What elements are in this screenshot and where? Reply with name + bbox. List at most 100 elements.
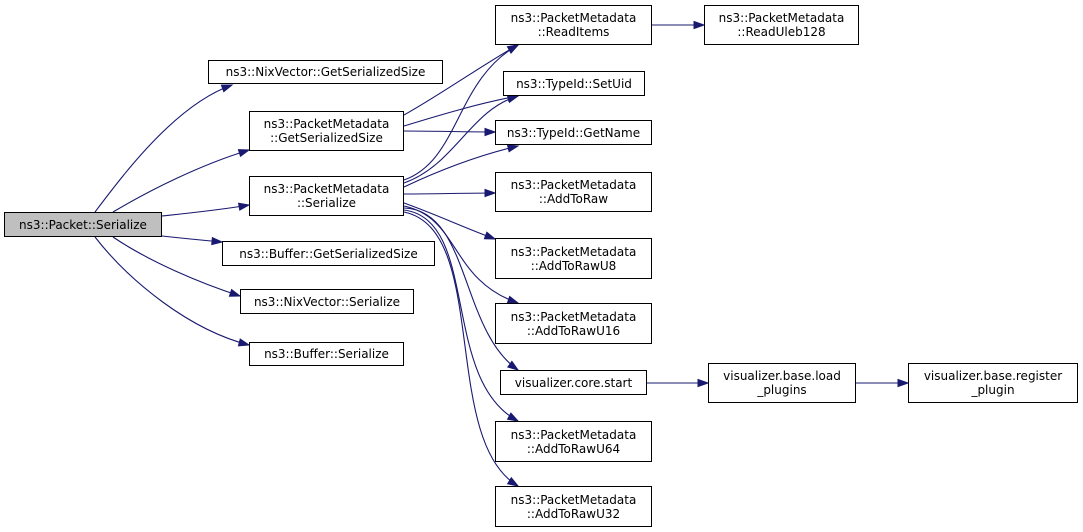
node-label-line: visualizer.core.start [514, 375, 633, 390]
node-pm-readuleb[interactable]: ns3::PacketMetadata::ReadUleb128 [704, 5, 859, 45]
node-label-line: ns3::PacketMetadata [510, 244, 637, 259]
node-label-line: ns3::Packet::Serialize [19, 217, 147, 232]
node-label-line: ns3::PacketMetadata [510, 178, 637, 192]
arrowhead-icon [483, 231, 497, 240]
node-label-line: ns3::PacketMetadata [718, 11, 845, 25]
edge-line [403, 211, 519, 487]
node-vis-core-start[interactable]: visualizer.core.start [500, 370, 647, 395]
arrowhead-icon [507, 360, 520, 371]
node-vis-register-plugin[interactable]: visualizer.base.register_plugin [908, 363, 1078, 403]
edge-line [403, 209, 519, 422]
edge-pm_serialize-to-typeid_getname [403, 144, 520, 188]
edge-pm_serialize-to-pm_addtorawu8 [403, 202, 497, 240]
edge-packet_serialize-to-pm_serialize [161, 202, 251, 217]
edge-packet_serialize-to-buf_serialize [94, 236, 251, 347]
arrowhead-icon [506, 44, 520, 54]
node-label-line: ns3::PacketMetadata [510, 309, 637, 324]
edge-pm_getsize-to-typeid_getname [403, 127, 497, 137]
edge-line [403, 202, 496, 240]
arrowhead-icon [693, 20, 706, 30]
node-packet-serialize[interactable]: ns3::Packet::Serialize [4, 212, 162, 237]
edge-line [403, 44, 519, 181]
node-label-line: ns3::PacketMetadata [263, 182, 390, 196]
node-label-line: ::AddToRawU64 [526, 441, 621, 456]
node-label-line: ::Serialize [296, 196, 357, 210]
edge-packet_serialize-to-pm_getsize [112, 149, 251, 213]
arrowhead-icon [484, 188, 497, 198]
node-label-line: _plugins [757, 383, 807, 397]
node-buf-serialize[interactable]: ns3::Buffer::Serialize [249, 342, 404, 366]
arrowhead-icon [506, 476, 520, 487]
edge-pm_serialize-to-pm_addtorawu64 [403, 209, 520, 422]
node-pm-addtorawu8[interactable]: ns3::PacketMetadata::AddToRawU8 [495, 238, 652, 279]
edge-packet_serialize-to-buf_getsize [161, 235, 224, 246]
node-label-line: ns3::Buffer::Serialize [264, 347, 389, 361]
node-label-line: ns3::TypeId::SetUid [516, 76, 632, 91]
edge-packet_serialize-to-nix_serialize [112, 236, 242, 297]
arrowhead-icon [237, 149, 251, 158]
arrowhead-icon [237, 202, 251, 211]
arrowhead-icon [228, 288, 242, 297]
edge-line [403, 95, 519, 184]
edge-line [94, 84, 233, 213]
node-label-line: ::AddToRaw [538, 192, 609, 206]
arrowhead-icon [506, 144, 520, 153]
edge-line [403, 95, 519, 127]
edge-pm_serialize-to-pm_readitems [403, 44, 520, 181]
node-label-line: ns3::PacketMetadata [510, 492, 637, 507]
edge-vis_load_plugins-to-vis_register_plugin [856, 378, 910, 388]
arrowhead-icon [484, 127, 497, 137]
node-pm-getsize[interactable]: ns3::PacketMetadata::GetSerializedSize [249, 111, 404, 151]
node-nix-serialize[interactable]: ns3::NixVector::Serialize [240, 289, 414, 314]
arrowhead-icon [697, 378, 710, 388]
edge-line [403, 130, 496, 133]
node-label-line: ::GetSerializedSize [270, 131, 383, 145]
edge-pm_serialize-to-pm_addtorawu32 [403, 211, 520, 487]
edge-line [403, 145, 519, 188]
edge-line [112, 236, 241, 297]
arrowhead-icon [237, 338, 251, 347]
node-pm-readitems[interactable]: ns3::PacketMetadata::ReadItems [495, 5, 652, 45]
edge-packet_serialize-to-nix_getsize [94, 84, 234, 213]
edge-line [112, 149, 250, 213]
node-pm-addtorawu64[interactable]: ns3::PacketMetadata::AddToRawU64 [495, 421, 652, 462]
edge-line [161, 204, 250, 217]
edge-pm_serialize-to-pm_addtoraw [403, 188, 497, 198]
node-label-line: ns3::Buffer::GetSerializedSize [239, 246, 418, 261]
node-label-line: ::AddToRawU32 [526, 506, 621, 521]
node-label-line: ns3::PacketMetadata [510, 11, 637, 25]
arrowhead-icon [506, 412, 520, 422]
node-typeid-getname[interactable]: ns3::TypeId::GetName [495, 120, 652, 145]
edge-vis_core_start-to-vis_load_plugins [647, 378, 710, 388]
node-pm-addtorawu16[interactable]: ns3::PacketMetadata::AddToRawU16 [495, 303, 652, 344]
edge-line [403, 44, 519, 116]
node-label-line: ::ReadUleb128 [737, 25, 826, 39]
node-label-line: ns3::NixVector::Serialize [253, 294, 401, 309]
node-label-line: ::ReadItems [537, 25, 610, 39]
node-buf-getsize[interactable]: ns3::Buffer::GetSerializedSize [222, 241, 435, 266]
node-pm-addtorawu32[interactable]: ns3::PacketMetadata::AddToRawU32 [495, 486, 652, 527]
edge-pm_readitems-to-pm_readuleb [652, 20, 706, 30]
arrowhead-icon [506, 95, 520, 104]
node-label-line: ns3::PacketMetadata [263, 117, 390, 131]
node-label-line: _plugin [971, 383, 1015, 397]
node-label-line: ns3::PacketMetadata [510, 427, 637, 442]
node-vis-load-plugins[interactable]: visualizer.base.load_plugins [708, 363, 856, 403]
arrowhead-icon [220, 84, 234, 93]
edge-line [403, 192, 496, 195]
node-label-line: visualizer.base.register [923, 369, 1063, 383]
node-label-line: ns3::NixVector::GetSerializedSize [225, 65, 426, 79]
edge-pm_serialize-to-vis_core_start [403, 207, 520, 371]
node-label-line: visualizer.base.load [723, 369, 841, 383]
node-nix-getsize[interactable]: ns3::NixVector::GetSerializedSize [208, 60, 443, 84]
node-pm-serialize[interactable]: ns3::PacketMetadata::Serialize [249, 176, 404, 216]
node-pm-addtoraw[interactable]: ns3::PacketMetadata::AddToRaw [495, 172, 652, 212]
node-label-line: ::AddToRawU16 [526, 323, 621, 338]
node-typeid-setuid[interactable]: ns3::TypeId::SetUid [503, 71, 645, 96]
node-label-line: ::AddToRawU8 [530, 258, 617, 273]
node-label-line: ns3::TypeId::GetName [506, 125, 641, 140]
arrowhead-icon [211, 236, 224, 246]
edge-line [94, 236, 250, 346]
arrowhead-icon [897, 378, 910, 388]
